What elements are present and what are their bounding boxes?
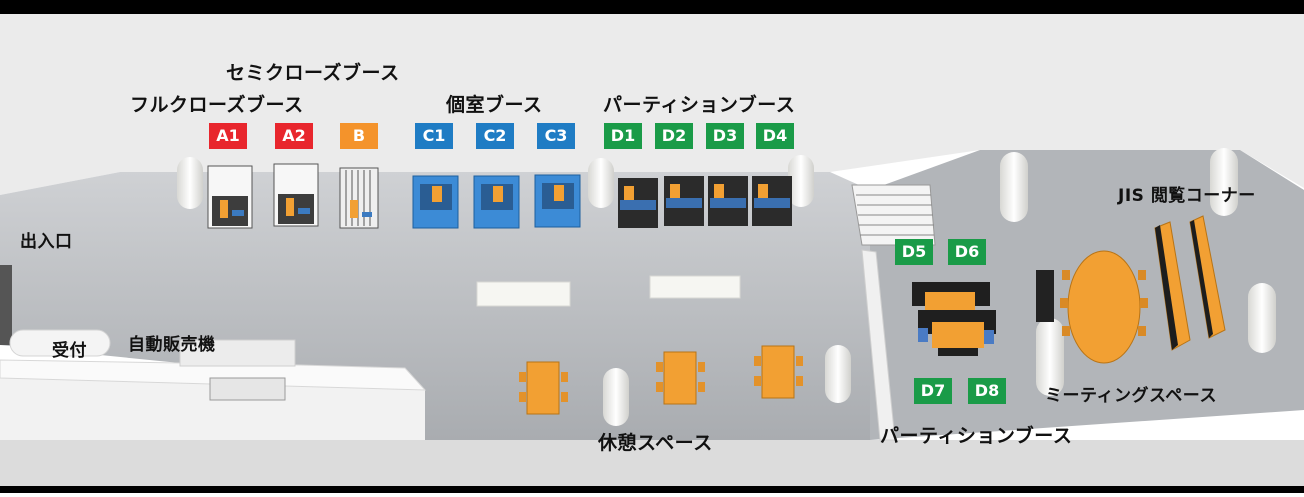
booth-c1 — [412, 175, 459, 229]
partition-booth-bottom-label: パーティションブース — [880, 425, 1073, 447]
main-floor — [0, 172, 870, 440]
tag-a2: A2 — [275, 123, 313, 149]
booth-b — [339, 167, 379, 229]
rest-table — [754, 345, 803, 399]
tag-d5: D5 — [895, 239, 933, 265]
tag-d8: D8 — [968, 378, 1006, 404]
tag-d7: D7 — [914, 378, 952, 404]
jis-corner-label: JIS 閲覧コーナー — [1118, 186, 1256, 206]
full-closed-booth-label: フルクローズブース — [130, 94, 304, 116]
column — [1210, 148, 1238, 216]
partition-desk-cluster — [912, 282, 996, 356]
booth-d2 — [664, 176, 704, 226]
stairs — [851, 184, 936, 246]
booth-d1 — [618, 178, 658, 228]
column — [825, 345, 851, 403]
tag-d1: D1 — [604, 123, 642, 149]
tag-d2: D2 — [655, 123, 693, 149]
reception-label: 受付 — [52, 341, 87, 361]
entrance-label: 出入口 — [20, 232, 73, 252]
column — [1000, 152, 1028, 222]
bottom-floor — [0, 440, 1304, 493]
meeting-space-label: ミーティングスペース — [1045, 386, 1217, 406]
divider-wall — [861, 249, 896, 441]
column — [1248, 283, 1276, 353]
booth-d4 — [752, 176, 792, 226]
private-booth-label: 個室ブース — [446, 94, 543, 116]
tag-d4: D4 — [756, 123, 794, 149]
column — [788, 155, 814, 207]
column — [588, 158, 614, 208]
tag-c3: C3 — [537, 123, 575, 149]
tag-a1: A1 — [209, 123, 247, 149]
tag-d3: D3 — [706, 123, 744, 149]
booth-d3 — [708, 176, 748, 226]
booth-c2 — [473, 175, 520, 229]
column — [1036, 318, 1064, 396]
rest-table — [519, 361, 568, 415]
tag-b: B — [340, 123, 378, 149]
column — [177, 157, 203, 209]
column — [603, 368, 629, 426]
tag-c2: C2 — [476, 123, 514, 149]
back-wall — [0, 14, 1304, 195]
partition-booth-top-label: パーティションブース — [603, 94, 796, 116]
booth-c3 — [534, 174, 581, 228]
vending-window — [209, 377, 286, 401]
bench — [649, 275, 741, 299]
rest-table — [656, 351, 705, 405]
semi-closed-booth-label: セミクローズブース — [226, 62, 400, 84]
reception-counter — [9, 329, 111, 357]
tag-d6: D6 — [948, 239, 986, 265]
bench — [476, 281, 571, 307]
top-border — [0, 0, 1304, 14]
tag-c1: C1 — [415, 123, 453, 149]
jis-shelves — [1154, 215, 1226, 351]
left-edge — [0, 265, 12, 345]
rest-space-label: 休憩スペース — [598, 432, 713, 454]
bottom-border — [0, 486, 1304, 493]
vending-machine — [179, 339, 296, 367]
booth-a2 — [273, 163, 319, 227]
meeting-table — [1036, 250, 1148, 364]
vending-label: 自動販売機 — [128, 335, 216, 355]
booth-a1 — [207, 165, 253, 229]
